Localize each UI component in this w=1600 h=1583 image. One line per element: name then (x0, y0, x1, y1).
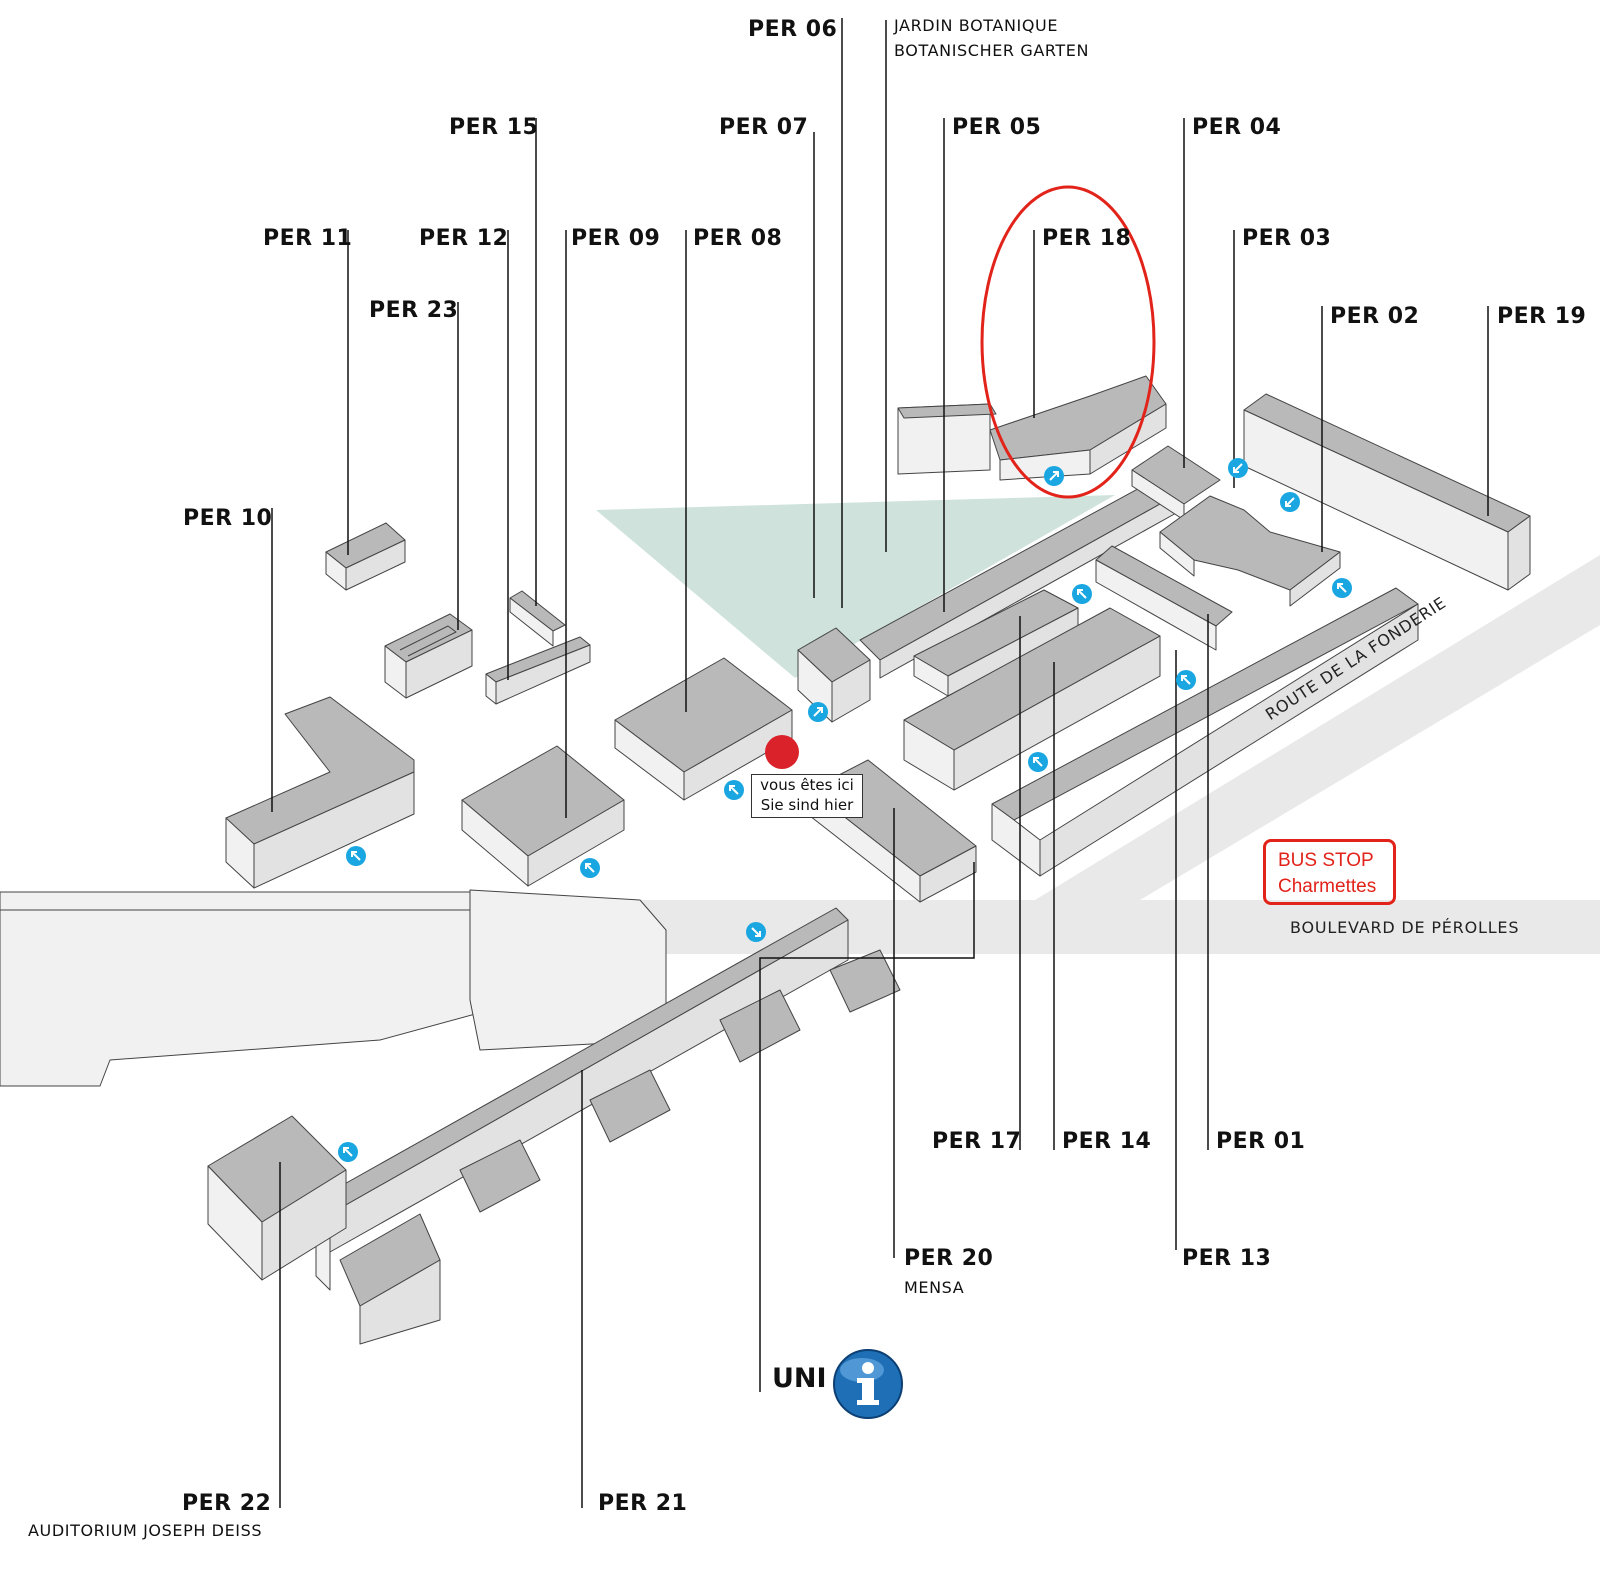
building-per22 (207, 1115, 347, 1281)
you-are-here-de: Sie sind hier (760, 796, 854, 814)
label-per21: PER 21 (598, 1491, 688, 1516)
bus-stop-name: Charmettes (1278, 876, 1377, 897)
label-per12: PER 12 (419, 226, 509, 251)
bus-stop-box: BUS STOP Charmettes (1263, 839, 1396, 905)
entrance-markers (338, 458, 1352, 1162)
you-are-here-fr: vous êtes ici (760, 776, 854, 794)
label-per15: PER 15 (449, 115, 539, 140)
label-per02: PER 02 (1330, 304, 1420, 329)
building-per19 (1243, 393, 1531, 591)
building-south-west-complex (0, 889, 667, 1087)
building-per01 (1095, 545, 1233, 651)
per18-highlight-ellipse (980, 185, 1156, 499)
entrance-arrow-icon (1228, 458, 1248, 478)
entrance-arrow-icon (808, 702, 828, 722)
label-per23: PER 23 (369, 298, 459, 323)
label-per20: PER 20 (904, 1246, 994, 1271)
leader-lines (271, 18, 1489, 1508)
building-per21 (315, 907, 901, 1345)
label-per06: PER 06 (748, 17, 838, 42)
label-per09: PER 09 (571, 226, 661, 251)
info-icon[interactable] (833, 1349, 903, 1419)
building-per23 (384, 613, 473, 699)
label-mensa: MENSA (904, 1278, 965, 1297)
label-per10: PER 10 (183, 506, 273, 531)
label-per22: PER 22 (182, 1491, 272, 1516)
building-per09 (461, 745, 625, 887)
entrance-arrow-icon (1280, 492, 1300, 512)
building-per12 (485, 636, 591, 705)
label-jardin-botanique-fr: JARDIN BOTANIQUE (894, 16, 1059, 35)
building-per14 (903, 607, 1161, 791)
label-auditorium: AUDITORIUM JOSEPH DEISS (28, 1521, 263, 1540)
label-per03: PER 03 (1242, 226, 1332, 251)
building-per17 (913, 589, 1079, 697)
botanical-garden-area (596, 495, 1115, 678)
entrance-arrow-icon (1332, 578, 1352, 598)
entrance-arrow-icon (1072, 584, 1092, 604)
label-per05: PER 05 (952, 115, 1042, 140)
bus-stop-title: BUS STOP (1278, 850, 1374, 871)
entrance-arrow-icon (746, 922, 766, 942)
road-label-perolles: BOULEVARD DE PÉROLLES (1290, 918, 1520, 937)
building-per03 (1159, 495, 1341, 607)
building-per05 (859, 477, 1179, 679)
label-per18: PER 18 (1042, 226, 1132, 251)
building-per18 (897, 375, 1167, 481)
entrance-arrow-icon (1044, 466, 1064, 486)
entrance-arrow-icon (338, 1142, 358, 1162)
you-are-here-marker (765, 735, 799, 769)
label-per01: PER 01 (1216, 1129, 1306, 1154)
label-per14: PER 14 (1062, 1129, 1152, 1154)
label-per11: PER 11 (263, 226, 353, 251)
entrance-arrow-icon (346, 846, 366, 866)
building-per13 (991, 587, 1419, 877)
label-per07: PER 07 (719, 115, 809, 140)
label-per04: PER 04 (1192, 115, 1282, 140)
entrance-arrow-icon (580, 858, 600, 878)
label-per19: PER 19 (1497, 304, 1587, 329)
label-jardin-botanique-de: BOTANISCHER GARTEN (894, 41, 1090, 60)
building-per15 (509, 590, 566, 647)
label-per08: PER 08 (693, 226, 783, 251)
entrance-arrow-icon (1028, 752, 1048, 772)
building-per08 (614, 657, 793, 801)
building-per10 (225, 696, 415, 889)
entrance-arrow-icon (724, 780, 744, 800)
entrance-arrow-icon (1176, 670, 1196, 690)
label-per17: PER 17 (932, 1129, 1022, 1154)
label-per13: PER 13 (1182, 1246, 1272, 1271)
you-are-here-label: vous êtes ici Sie sind hier (751, 774, 863, 818)
uni-info-label[interactable]: UNI (772, 1363, 827, 1394)
building-per11 (325, 522, 406, 591)
